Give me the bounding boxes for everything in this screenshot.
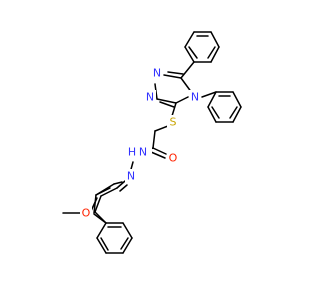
- structure-drawing: N N N S O H N N O: [62, 31, 242, 254]
- n-phenyl-ring: [201, 91, 242, 123]
- n-triazole-2-label: N: [146, 91, 154, 104]
- top-phenyl-ring: [184, 31, 220, 63]
- methoxy-oxygen-label: O: [82, 207, 91, 220]
- amide-nitrogen-label: N: [139, 146, 147, 159]
- n-triazole-1-label: N: [153, 67, 161, 80]
- molecule-diagram: N N N S O H N N O: [62, 31, 242, 254]
- methoxyphenyl-ring: [62, 212, 133, 254]
- triazole-ring: [154, 61, 195, 108]
- n-triazole-4-label: N: [191, 91, 199, 104]
- carbonyl-oxygen-label: O: [169, 152, 178, 165]
- imine-nitrogen-label: N: [127, 170, 135, 183]
- amide-hydrogen-label: H: [128, 146, 136, 159]
- linker-chain: [93, 102, 177, 214]
- sulfur-label: S: [170, 116, 177, 129]
